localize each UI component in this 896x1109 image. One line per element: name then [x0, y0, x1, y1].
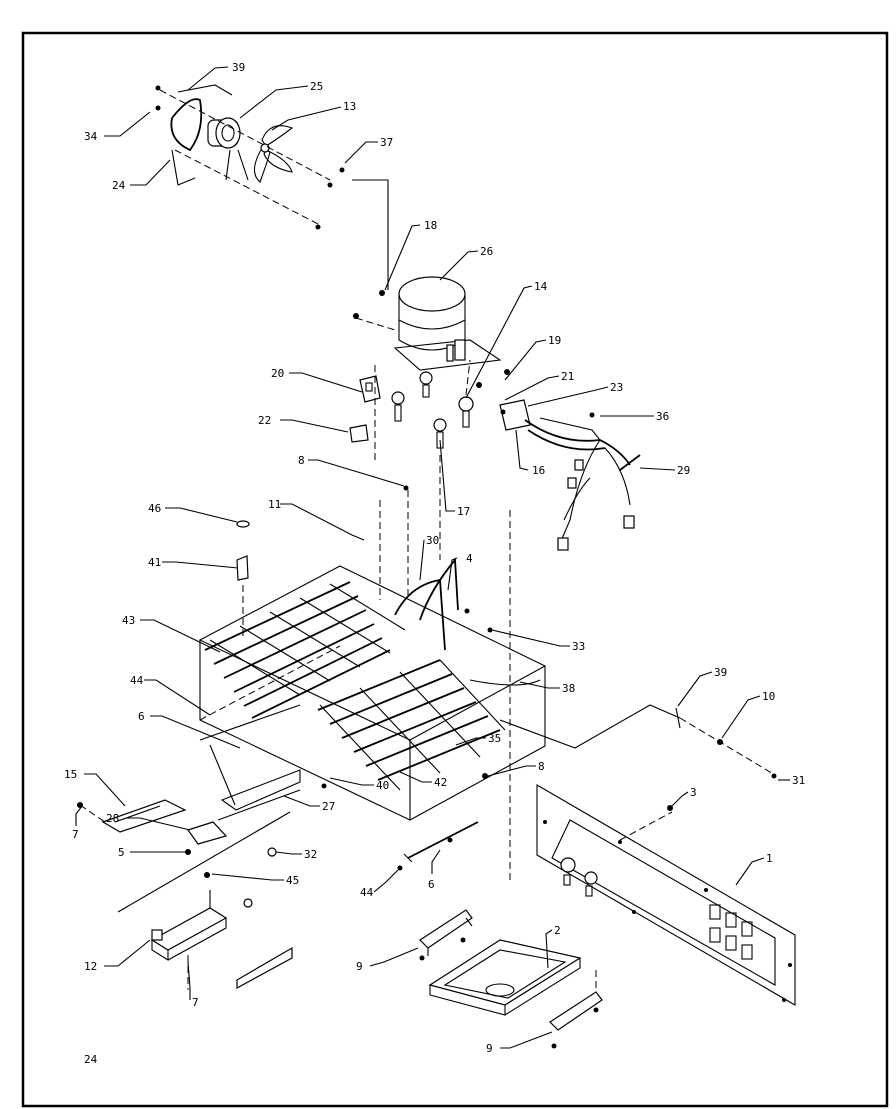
callout-c29: 29 [677, 464, 690, 477]
drain-pan-and-rollers [419, 909, 603, 1049]
callout-c40: 40 [376, 779, 389, 792]
fan-motor-assembly [155, 84, 345, 230]
callout-c8a: 8 [298, 454, 305, 467]
callout-c4: 4 [466, 552, 473, 565]
callout-c35: 35 [488, 732, 501, 745]
refrigerant-tubing [379, 455, 541, 880]
routing-dash-right [679, 717, 776, 776]
compressor [353, 276, 510, 449]
wire-routing-line [352, 179, 389, 290]
callout-c11: 11 [268, 498, 281, 511]
callout-c10: 10 [762, 690, 775, 703]
callout-c16: 16 [532, 464, 545, 477]
callout-c44a: 44 [130, 674, 144, 687]
callout-c25: 25 [310, 80, 323, 93]
callout-c33: 33 [572, 640, 585, 653]
callout-c27: 27 [322, 800, 335, 813]
rear-access-panel [536, 784, 796, 1006]
routing-line-right [499, 704, 681, 749]
callout-c12: 12 [84, 960, 97, 973]
callout-c9a: 9 [356, 960, 363, 973]
callout-c1: 1 [766, 852, 773, 865]
callout-c34: 34 [84, 130, 98, 143]
callout-c7a: 7 [72, 828, 79, 841]
callout-c19: 19 [548, 334, 561, 347]
evaporator-coil [317, 659, 506, 791]
callout-c14: 14 [534, 280, 548, 293]
callout-c45: 45 [286, 874, 299, 887]
callout-c31: 31 [792, 774, 805, 787]
drain-tube-assembly [150, 890, 293, 990]
callout-c41: 41 [148, 556, 161, 569]
wiring-harness [499, 399, 641, 551]
callout-c8b: 8 [538, 760, 545, 773]
callout-c44b: 44 [360, 886, 374, 899]
callout-c17: 17 [457, 505, 470, 518]
callout-labels [75, 66, 790, 1049]
callout-c39a: 39 [232, 61, 245, 74]
page-number: 24 [84, 1053, 98, 1066]
callout-c3: 3 [690, 786, 697, 799]
callout-c30: 30 [426, 534, 439, 547]
callout-c6b: 6 [428, 878, 435, 891]
callout-c38: 38 [562, 682, 575, 695]
callout-c26: 26 [480, 245, 493, 258]
relay-overload [349, 365, 381, 460]
callout-c15: 15 [64, 768, 77, 781]
callout-c42: 42 [434, 776, 447, 789]
callout-c21: 21 [561, 370, 574, 383]
drain-covers [77, 704, 488, 913]
callout-c37: 37 [380, 136, 393, 149]
callout-c18: 18 [424, 219, 437, 232]
callout-c23: 23 [610, 381, 623, 394]
callout-c46: 46 [148, 502, 161, 515]
page-border [21, 31, 889, 1108]
callout-c24: 24 [112, 179, 126, 192]
condenser-coil [204, 581, 406, 719]
callout-c32: 32 [304, 848, 317, 861]
callout-c43: 43 [122, 614, 135, 627]
heater-element [397, 821, 479, 871]
base-pan [198, 565, 547, 821]
callout-c9b: 9 [486, 1042, 493, 1055]
callout-c7b: 7 [192, 996, 199, 1009]
callout-c13: 13 [343, 100, 356, 113]
callout-c22: 22 [258, 414, 271, 427]
callout-c6a: 6 [138, 710, 145, 723]
small-fittings [236, 485, 493, 640]
callout-c5: 5 [118, 846, 125, 859]
callout-c2: 2 [554, 924, 561, 937]
callout-c36: 36 [656, 410, 669, 423]
callout-c20: 20 [271, 367, 284, 380]
callout-c28: 28 [106, 812, 119, 825]
callout-c39b: 39 [714, 666, 727, 679]
